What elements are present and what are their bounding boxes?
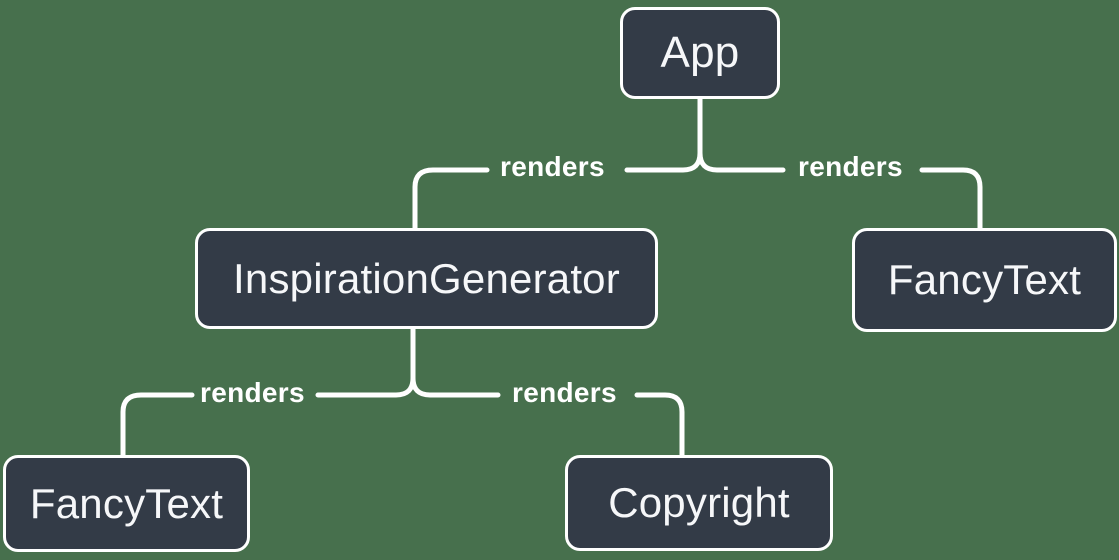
fancy-text-node-bottom: FancyText <box>3 455 250 552</box>
edge-inspirationgenerator-fancytext-segment-in <box>120 392 195 458</box>
edge-inspirationgenerator-copyright-segment-out <box>410 326 501 398</box>
inspiration-generator-node: InspirationGenerator <box>195 228 658 329</box>
edge-label-inspirationgenerator-copyright: renders <box>512 377 617 408</box>
edge-label-inspirationgenerator-fancytext: renders <box>200 377 305 408</box>
fancy-text-node-top: FancyText <box>852 228 1117 332</box>
app-node: App <box>620 7 780 99</box>
edge-label-app-inspirationgenerator: renders <box>500 151 605 182</box>
edge-app-inspirationgenerator-segment-in <box>412 167 490 231</box>
edge-app-inspirationgenerator-segment-out <box>624 96 703 173</box>
edge-label-app-fancytext: renders <box>798 151 903 182</box>
edge-inspirationgenerator-copyright-segment-in <box>634 392 685 458</box>
edge-inspirationgenerator-fancytext-segment-out <box>315 326 416 398</box>
edge-app-fancytext-segment-in <box>919 167 983 231</box>
copyright-node: Copyright <box>565 455 833 551</box>
edge-app-fancytext-segment-out <box>697 96 786 173</box>
